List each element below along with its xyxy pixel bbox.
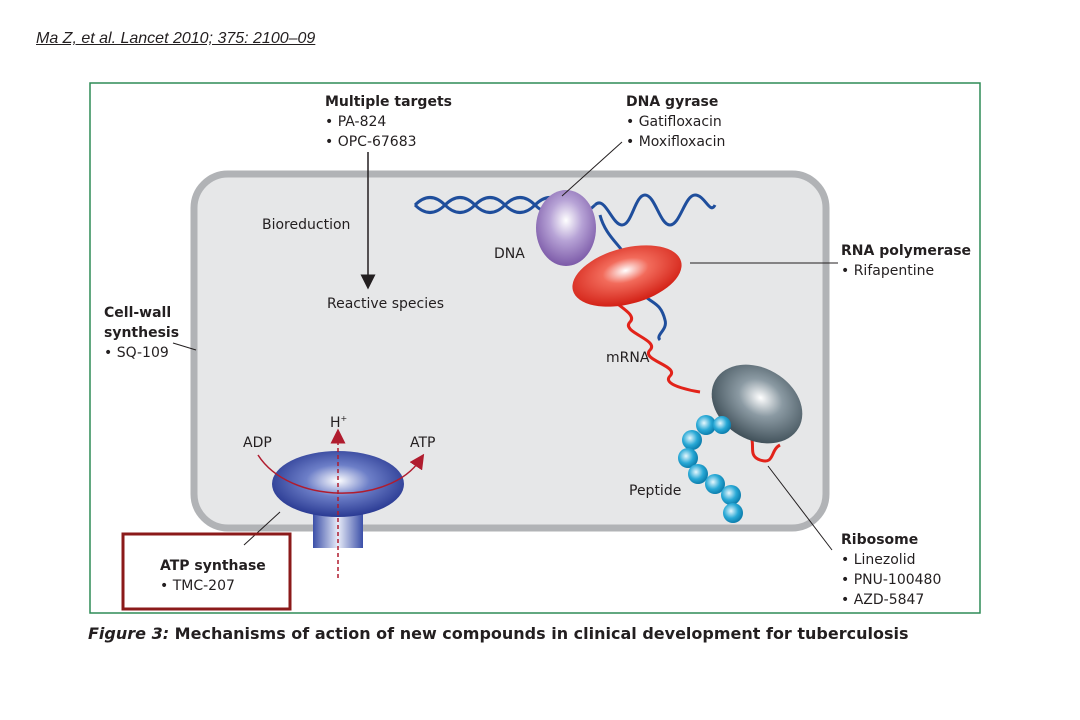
gatifloxacin-item: • Gatifloxacin <box>626 114 722 130</box>
figure-caption: Figure 3: Mechanisms of action of new co… <box>88 624 909 643</box>
figure-caption-text: Mechanisms of action of new compounds in… <box>169 624 909 643</box>
adp-label: ADP <box>243 435 272 451</box>
dna-gyrase-label: DNA gyrase • Gatifloxacin • Moxifloxacin <box>626 92 725 152</box>
cell-wall-label: Cell-wall synthesis • SQ-109 <box>104 303 179 363</box>
peptide-chain <box>678 415 743 523</box>
multiple-targets-label: Multiple targets • PA-824 • OPC-67683 <box>325 92 452 152</box>
dna-gyrase-title: DNA gyrase <box>626 94 719 110</box>
multiple-targets-title: Multiple targets <box>325 94 452 110</box>
adp-atp-arrow <box>257 453 425 494</box>
cell-wall-title-line2: synthesis <box>104 325 180 341</box>
rna-polymerase-title: RNA polymerase <box>841 243 972 259</box>
atp-synthase-label: ATP synthase • TMC-207 <box>160 556 266 596</box>
dna-label: DNA <box>494 246 525 262</box>
azd-5847-item: • AZD-5847 <box>841 592 925 608</box>
reactive-species-label: Reactive species <box>327 296 444 312</box>
atp-synthase-title: ATP synthase <box>160 558 266 574</box>
ribosome-label: Ribosome • Linezolid • PNU-100480 • AZD-… <box>841 530 941 610</box>
proton-label: H+ <box>330 414 347 431</box>
rifapentine-item: • Rifapentine <box>841 263 935 279</box>
ribosome-title: Ribosome <box>841 532 919 548</box>
leader-lines <box>172 141 838 551</box>
atp-synthase-highlight <box>121 532 292 611</box>
moxifloxacin-item: • Moxifloxacin <box>626 134 726 150</box>
mrna-strand <box>608 288 701 394</box>
rna-polymerase-label: RNA polymerase • Rifapentine <box>841 241 971 281</box>
peptide-label: Peptide <box>629 483 681 499</box>
bioreduction-label: Bioreduction <box>262 217 350 233</box>
rna-polymerase-enzyme <box>572 245 682 307</box>
template-strand <box>638 289 667 342</box>
linezolid-item: • Linezolid <box>841 552 916 568</box>
opc-67683-item: • OPC-67683 <box>325 134 417 150</box>
mrna-label: mRNA <box>606 350 650 366</box>
tmc-207-item: • TMC-207 <box>160 578 235 594</box>
sq-109-item: • SQ-109 <box>104 345 169 361</box>
cell-wall-title-line1: Cell-wall <box>104 305 172 321</box>
dna-gyrase-enzyme <box>536 190 596 266</box>
pa-824-item: • PA-824 <box>325 114 387 130</box>
figure-number: Figure 3: <box>88 624 170 643</box>
pnu-100480-item: • PNU-100480 <box>841 572 942 588</box>
ribosome-complex <box>711 364 803 444</box>
atp-label: ATP <box>410 435 435 451</box>
citation-reference[interactable]: Ma Z, et al. Lancet 2010; 375: 2100–09 <box>36 30 316 47</box>
